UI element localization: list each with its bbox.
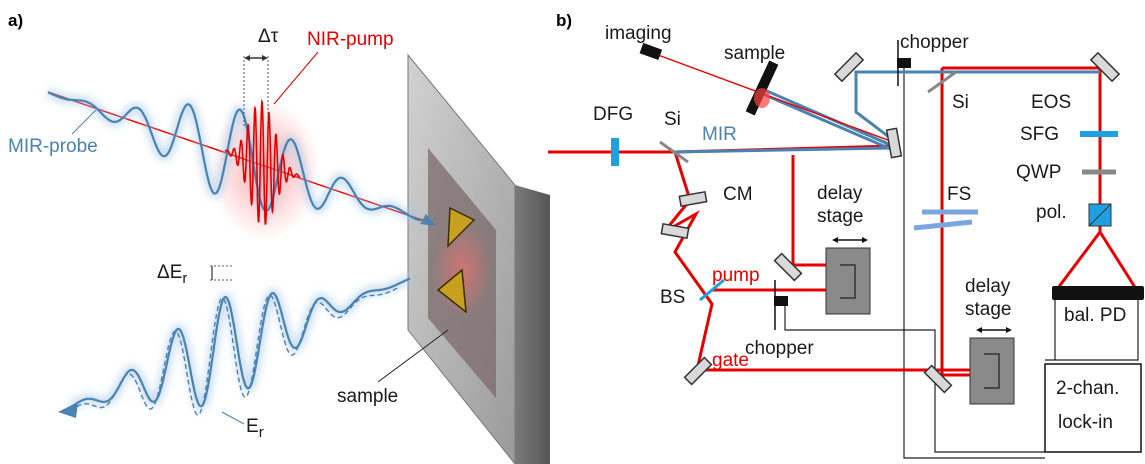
sample-label-a: sample: [337, 386, 398, 407]
delay-stage-2-label-1: delay: [965, 276, 1011, 297]
imaging-label: imaging: [605, 23, 672, 44]
lockin-label-1: 2-chan.: [1056, 378, 1119, 399]
si-left-label: Si: [664, 109, 681, 130]
reflected-arrow-head: [58, 402, 78, 418]
sfg-label: SFG: [1020, 124, 1059, 145]
pump-label: pump: [712, 265, 760, 286]
lockin-label-2: lock-in: [1058, 412, 1113, 433]
delta-tau-label: Δτ: [258, 26, 279, 47]
nir-pump-leader: [273, 51, 319, 105]
sample-label-b: sample: [724, 43, 785, 64]
bs-label: BS: [660, 287, 685, 308]
sample-leader-a: [377, 329, 449, 383]
probe-arrow-head: [420, 214, 436, 226]
bs-plate: [699, 278, 725, 302]
bal-pd-label: bal. PD: [1064, 305, 1126, 326]
delay-stage-2-label-2: stage: [965, 299, 1011, 320]
mirrors: [660, 51, 1121, 394]
fs-label: FS: [947, 184, 971, 205]
si-left-plate: [659, 140, 689, 164]
er-leader: [221, 411, 245, 425]
panel-label-a: a): [8, 11, 23, 30]
antenna-top: [447, 206, 476, 248]
pump-glow: [210, 100, 320, 240]
nir-pump-wave: [224, 98, 301, 225]
mir-probe-label: MIR-probe: [8, 136, 98, 157]
delay-stage-2: [969, 327, 1015, 405]
chopper-top-label: chopper: [900, 32, 969, 53]
sample-block: [407, 53, 550, 464]
mir-probe-wave: [47, 91, 421, 222]
antenna-bottom: [436, 268, 467, 314]
nir-pump-label: NIR-pump: [307, 29, 394, 50]
er-label: Er: [246, 416, 264, 441]
delay-stage-1: [825, 237, 871, 315]
delay-stage-1-label-1: delay: [817, 183, 863, 204]
cm-label: CM: [723, 184, 753, 205]
gate-label: gate: [712, 350, 749, 371]
fs-plate-2: [913, 219, 973, 231]
chopper-bottom-label: chopper: [745, 338, 814, 359]
pol-label: pol.: [1036, 202, 1067, 223]
qwp-label: QWP: [1016, 162, 1061, 183]
dfg-crystal: [611, 138, 619, 166]
dfg-label: DFG: [593, 104, 633, 125]
panel-label-b: b): [556, 11, 572, 30]
reflected-wave: [69, 277, 411, 409]
signal-wiring: [784, 68, 1139, 459]
delay-stage-1-label-2: stage: [817, 206, 863, 227]
eos-label: EOS: [1031, 92, 1071, 113]
si-right-label: Si: [952, 92, 969, 113]
chopper-bottom: [774, 280, 788, 330]
lockin-box: [1044, 363, 1142, 453]
delta-er-label: ΔEr: [157, 262, 187, 287]
imaging-line: [649, 51, 894, 143]
balanced-pd: [1052, 286, 1144, 300]
mir-probe-leader: [71, 109, 97, 135]
si-right-plate: [927, 70, 957, 94]
mir-label: MIR: [702, 124, 737, 145]
chopper-top: [897, 40, 911, 86]
imaging-camera: [639, 42, 663, 61]
